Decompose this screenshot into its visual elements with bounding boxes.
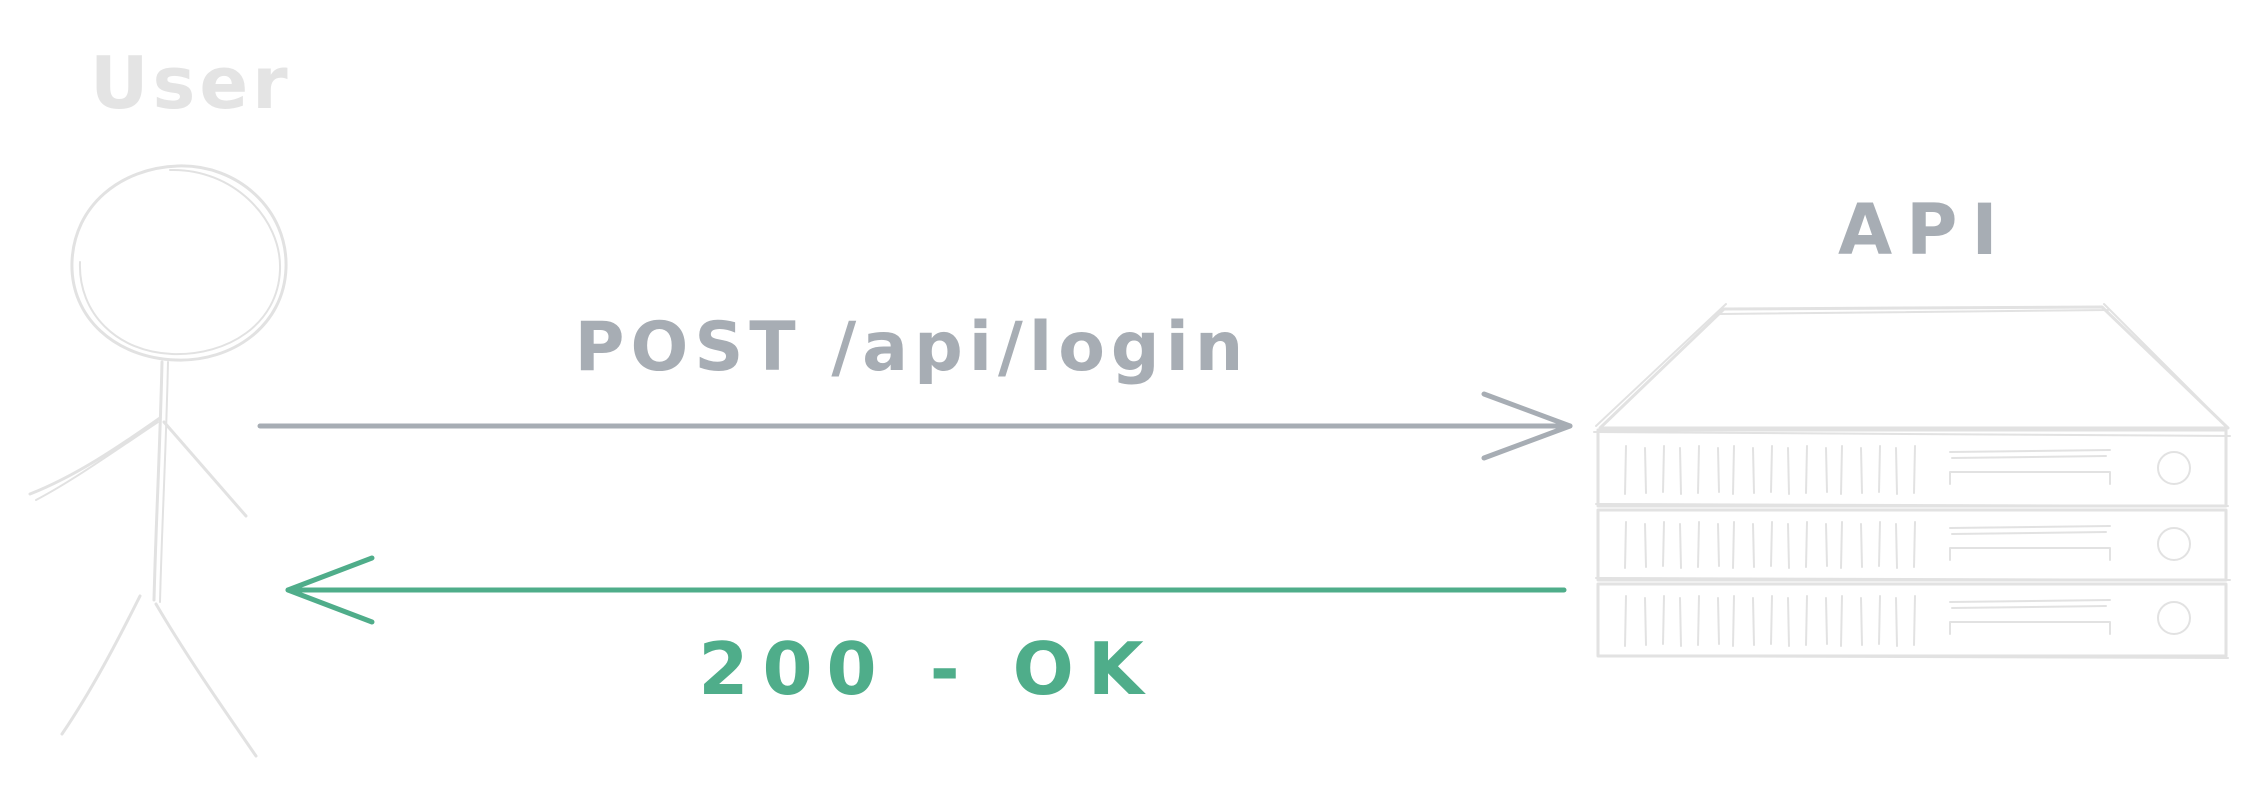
stick-figure-head-sketch	[78, 168, 282, 356]
server-vent-slot	[1717, 523, 1720, 567]
server-status-line	[1949, 449, 2111, 459]
server-vent-slot	[1697, 445, 1700, 494]
server-vent-slot	[1732, 521, 1735, 569]
server-status-line	[1949, 599, 2111, 609]
server-status-line	[1949, 525, 2111, 535]
server-vent-slot	[1752, 597, 1755, 646]
server-vent-slot	[1662, 521, 1665, 567]
server-vent-slot	[1752, 523, 1755, 568]
server-vent-slot	[1878, 521, 1881, 567]
server-vent-slot	[1825, 523, 1828, 567]
server-vent-slot	[1644, 523, 1647, 568]
server-vent-slot	[1624, 445, 1627, 495]
stick-figure-left-arm	[28, 416, 162, 496]
server-vent-slot	[1895, 447, 1898, 495]
server-vent-slot	[1679, 597, 1682, 647]
server-vent-slot	[1840, 595, 1843, 647]
stick-figure-head	[70, 164, 288, 362]
server-vent-slot	[1825, 597, 1828, 645]
server-drive-bay	[1949, 621, 2111, 635]
stick-figure-left-leg	[60, 594, 142, 736]
server-unit-2	[1596, 508, 2228, 582]
server-vent-slot	[1805, 595, 1808, 646]
response-arrow	[285, 555, 1567, 625]
server-vent-slot	[1697, 595, 1700, 646]
stick-figure-left-arm-sketch	[35, 421, 159, 501]
server-vent-slot	[1662, 445, 1665, 493]
server-vent-slot	[1644, 447, 1647, 494]
server-rack-icon	[1593, 303, 2231, 659]
server-indicator-light	[2157, 601, 2191, 635]
server-vent-slot	[1644, 597, 1647, 646]
stick-figure-icon	[28, 164, 288, 758]
server-vent-slot	[1895, 523, 1898, 569]
server-vents	[1624, 445, 1916, 647]
server-vent-slot	[1860, 523, 1863, 568]
server-vent-slot	[1825, 447, 1828, 493]
stick-figure-body	[152, 360, 164, 602]
server-indicator-light	[2157, 527, 2191, 561]
stick-figure-right-arm	[162, 420, 248, 518]
server-vent-slot	[1860, 597, 1863, 646]
request-arrow	[257, 391, 1573, 461]
server-vent-slot	[1878, 445, 1881, 493]
server-vent-slot	[1787, 523, 1790, 569]
server-details	[1949, 449, 2191, 635]
server-vent-slot	[1679, 523, 1682, 569]
server-vent-slot	[1913, 445, 1916, 494]
server-vent-slot	[1717, 447, 1720, 493]
server-vent-slot	[1895, 597, 1898, 647]
server-indicator-light	[2157, 451, 2191, 485]
server-vent-slot	[1770, 445, 1773, 493]
server-vent-slot	[1624, 595, 1627, 647]
server-vent-slot	[1805, 445, 1808, 494]
server-vent-slot	[1840, 521, 1843, 569]
server-vent-slot	[1732, 445, 1735, 495]
server-vent-slot	[1662, 595, 1665, 645]
server-vent-slot	[1878, 595, 1881, 645]
server-unit-sketch	[1593, 431, 2231, 659]
server-vent-slot	[1624, 521, 1627, 569]
request-message-label: POST /api/login	[575, 308, 1250, 387]
server-vent-slot	[1770, 595, 1773, 645]
server-vent-slot	[1860, 447, 1863, 494]
server-vent-slot	[1770, 521, 1773, 567]
server-drive-bay	[1949, 471, 2111, 485]
api-actor-label: API	[1838, 189, 2012, 271]
server-drive-bay	[1949, 547, 2111, 561]
server-lid-sketch	[1595, 303, 2225, 427]
server-unit-3	[1596, 582, 2228, 658]
request-arrowhead	[1481, 391, 1573, 461]
server-vent-slot	[1679, 447, 1682, 495]
server-vent-slot	[1787, 447, 1790, 495]
user-actor-label: User	[90, 41, 292, 125]
response-arrowhead	[285, 555, 375, 625]
server-vent-slot	[1717, 597, 1720, 645]
server-vent-slot	[1913, 521, 1916, 568]
server-vent-slot	[1913, 595, 1916, 646]
response-message-label: 200 - OK	[698, 627, 1157, 711]
server-vent-slot	[1840, 445, 1843, 495]
server-lid	[1598, 305, 2230, 430]
server-unit-1	[1596, 428, 2228, 508]
server-vent-slot	[1787, 597, 1790, 647]
server-vent-slot	[1752, 447, 1755, 494]
stick-figure-right-leg	[154, 602, 258, 758]
server-vent-slot	[1732, 595, 1735, 647]
server-vent-slot	[1805, 521, 1808, 568]
stick-figure-body-sketch	[159, 361, 169, 603]
server-vent-slot	[1697, 521, 1700, 568]
